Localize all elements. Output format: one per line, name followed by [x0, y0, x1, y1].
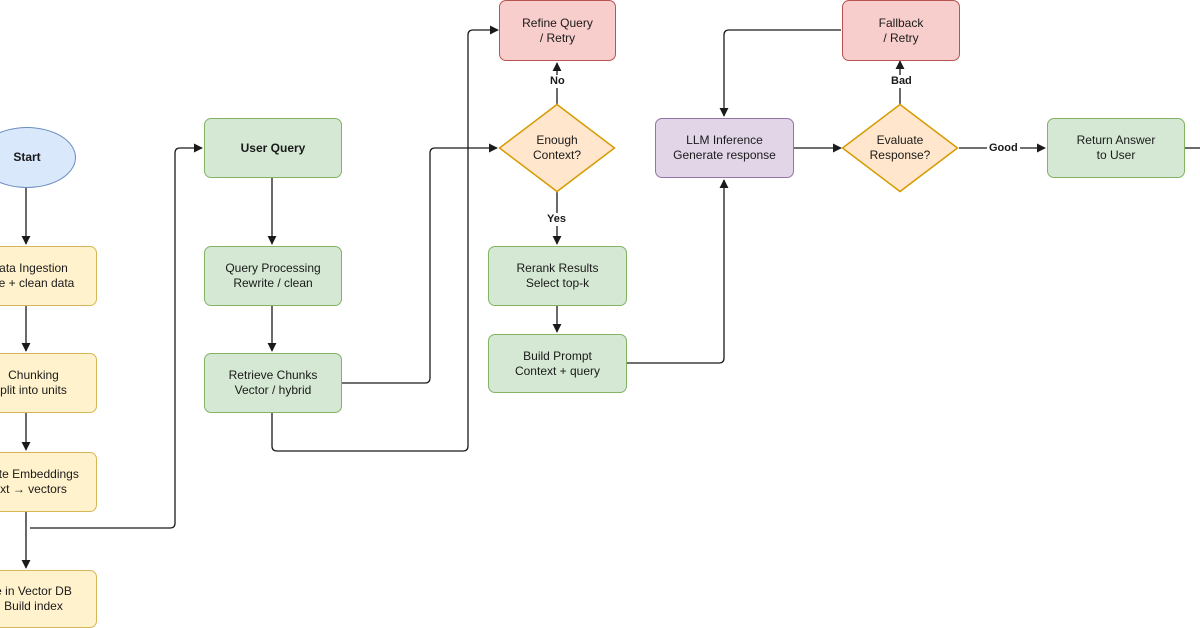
rerank-results-line1: Rerank Results: [516, 261, 599, 275]
evaluate-response-line1: Evaluate: [876, 133, 924, 147]
user-query-node: User Query: [204, 118, 342, 178]
edge-label-yes: Yes: [545, 213, 568, 226]
build-prompt-line2: Context + query: [514, 363, 601, 378]
fallback-line2: / Retry: [883, 30, 919, 45]
fallback-node: Fallback / Retry: [842, 0, 960, 61]
refine-query-line1: Refine Query: [522, 15, 593, 30]
data-ingestion-node: ata Ingestion se + clean data: [0, 246, 97, 306]
chunking-node: Chunking plit into units: [0, 353, 97, 413]
rerank-results-line2: Select top-k: [525, 276, 590, 290]
edge-buildprompt-to-llm: [627, 179, 729, 364]
retrieve-chunks-line1: Retrieve Chunks: [228, 368, 318, 382]
rerank-results-node: Rerank Results Select top-k: [488, 246, 627, 306]
edge-retrieve-to-enough: [342, 143, 498, 384]
return-answer-line1: Return Answer: [1076, 133, 1156, 147]
build-prompt-node: Build Prompt Context + query: [488, 334, 627, 393]
edge-label-no: No: [548, 75, 567, 88]
edge-label-bad: Bad: [889, 75, 914, 88]
chunking-line1: Chunking: [8, 368, 59, 382]
enough-context-line1: Enough: [536, 133, 578, 147]
enough-context-decision: Enough Context?: [498, 103, 616, 193]
edge-embeddings-to-userquery: [30, 143, 203, 529]
llm-inference-line1: LLM Inference: [686, 133, 763, 147]
edge-fallback-to-llm: [719, 29, 841, 117]
query-processing-line1: Query Processing: [225, 261, 321, 275]
evaluate-response-shape: [841, 103, 959, 193]
embeddings-line1: rate Embeddings: [0, 467, 79, 481]
chunking-line2: plit into units: [0, 383, 67, 397]
embeddings-node: rate Embeddings xt → vectors: [0, 452, 97, 512]
start-node: Start: [0, 127, 76, 188]
embeddings-line2: xt → vectors: [0, 482, 67, 496]
return-answer-node: Return Answer to User: [1047, 118, 1185, 178]
retrieve-chunks-line2: Vector / hybrid: [234, 383, 312, 397]
edge-label-good: Good: [987, 142, 1020, 155]
query-processing-line2: Rewrite / clean: [233, 276, 313, 290]
vector-db-node: e in Vector DB Build index: [0, 570, 97, 628]
refine-query-node: Refine Query / Retry: [499, 0, 616, 61]
data-ingestion-line1: ata Ingestion: [0, 261, 68, 275]
edge-retrieve-to-refine: [271, 25, 499, 452]
enough-context-shape: [498, 103, 616, 193]
retrieve-chunks-node: Retrieve Chunks Vector / hybrid: [204, 353, 342, 413]
start-label: Start: [13, 150, 41, 164]
llm-inference-node: LLM Inference Generate response: [655, 118, 794, 178]
refine-query-line2: / Retry: [539, 30, 576, 45]
return-answer-line2: to User: [1096, 148, 1136, 162]
user-query-label: User Query: [240, 140, 306, 155]
data-ingestion-line2: se + clean data: [0, 276, 75, 290]
enough-context-line2: Context?: [532, 148, 582, 162]
query-processing-node: Query Processing Rewrite / clean: [204, 246, 342, 306]
vector-db-line2: Build index: [4, 599, 63, 613]
build-prompt-line1: Build Prompt: [523, 348, 592, 363]
fallback-line1: Fallback: [878, 15, 924, 30]
vector-db-line1: e in Vector DB: [0, 584, 72, 598]
evaluate-response-line2: Response?: [869, 148, 931, 162]
evaluate-response-decision: Evaluate Response?: [841, 103, 959, 193]
llm-inference-line2: Generate response: [673, 148, 776, 162]
